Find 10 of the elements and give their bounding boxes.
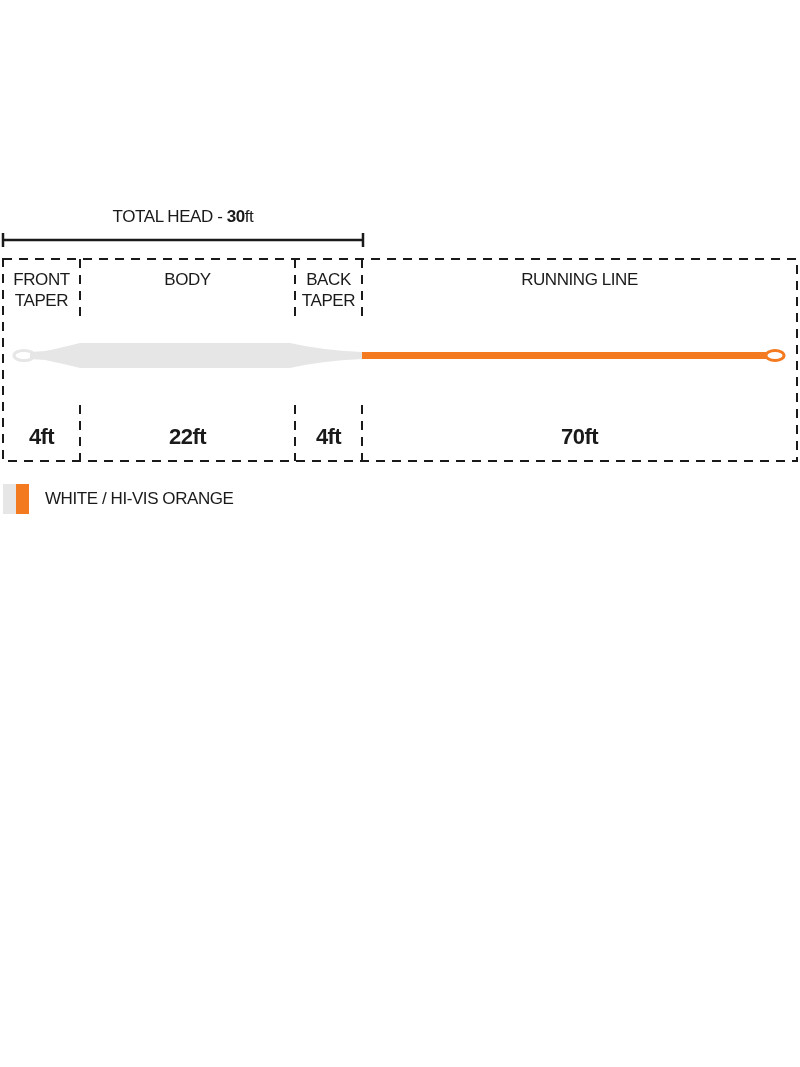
- total-head-label: TOTAL HEAD - 30ft: [111, 206, 255, 228]
- section-length: 4ft: [28, 423, 55, 451]
- section-name: RUNNING LINE: [520, 269, 639, 290]
- section-length: 22ft: [169, 423, 206, 451]
- section-length: 4ft: [315, 423, 342, 451]
- section-length: 70ft: [561, 423, 598, 451]
- section-name: FRONT TAPER: [12, 269, 71, 311]
- legend-label: WHITE / HI-VIS ORANGE: [45, 488, 234, 511]
- section-name: BACK TAPER: [300, 269, 357, 311]
- section-name: BODY: [163, 269, 212, 290]
